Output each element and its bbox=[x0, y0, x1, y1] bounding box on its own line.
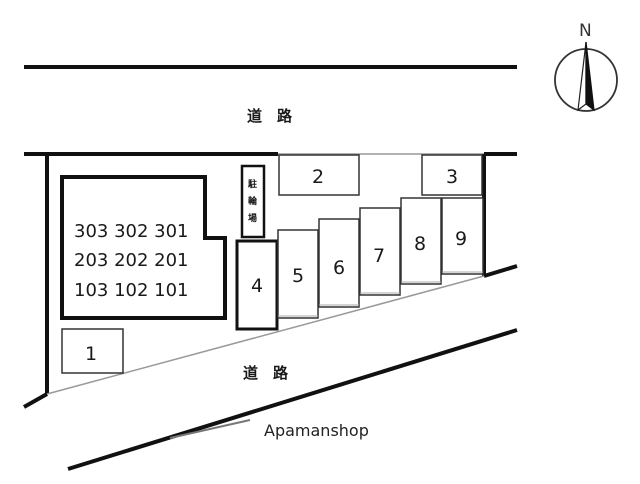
bicycle-parking-char-1: 駐 bbox=[248, 178, 257, 190]
parking-space-7-label: 7 bbox=[373, 245, 385, 267]
north-road-label: 道 路 bbox=[247, 107, 293, 125]
parking-space-3 bbox=[421, 154, 483, 196]
site-east-corner bbox=[483, 264, 518, 278]
parking-space-4-label: 4 bbox=[251, 275, 263, 297]
parking-space-9 bbox=[441, 197, 484, 275]
north-arrow-icon bbox=[554, 41, 618, 112]
south-road-mark bbox=[169, 419, 251, 439]
parking-space-7 bbox=[359, 207, 401, 296]
units-floor-3: 303 302 301 bbox=[74, 221, 189, 242]
apamanshop-watermark: Apamanshop bbox=[264, 421, 369, 440]
building-outline bbox=[60, 175, 227, 320]
south-road-label: 道 路 bbox=[243, 364, 289, 382]
parking-space-9-label: 9 bbox=[455, 228, 467, 250]
bicycle-parking-char-3: 場 bbox=[248, 212, 257, 224]
south-road-bottom-edge bbox=[67, 328, 518, 471]
north-label: N bbox=[579, 21, 592, 41]
parking-space-5-label: 5 bbox=[292, 265, 304, 287]
parking-space-1 bbox=[61, 328, 124, 374]
units-floor-1: 103 102 101 bbox=[74, 280, 189, 301]
parking-space-3-label: 3 bbox=[446, 166, 458, 188]
parking-space-5 bbox=[277, 229, 319, 319]
site-south-boundary bbox=[46, 275, 485, 395]
site-southwest-corner bbox=[23, 392, 48, 409]
parking-space-6-label: 6 bbox=[333, 257, 345, 279]
parking-space-4 bbox=[235, 239, 279, 331]
bicycle-parking-char-2: 輪 bbox=[248, 195, 258, 207]
bicycle-parking-box bbox=[240, 164, 266, 239]
parking-space-2-label: 2 bbox=[312, 166, 324, 188]
parking-space-2 bbox=[278, 154, 360, 196]
parking-space-8 bbox=[400, 197, 442, 285]
parking-space-1-label: 1 bbox=[85, 343, 97, 365]
parking-space-8-label: 8 bbox=[414, 233, 426, 255]
parking-space-6 bbox=[318, 218, 360, 308]
units-floor-2: 203 202 201 bbox=[74, 250, 189, 271]
